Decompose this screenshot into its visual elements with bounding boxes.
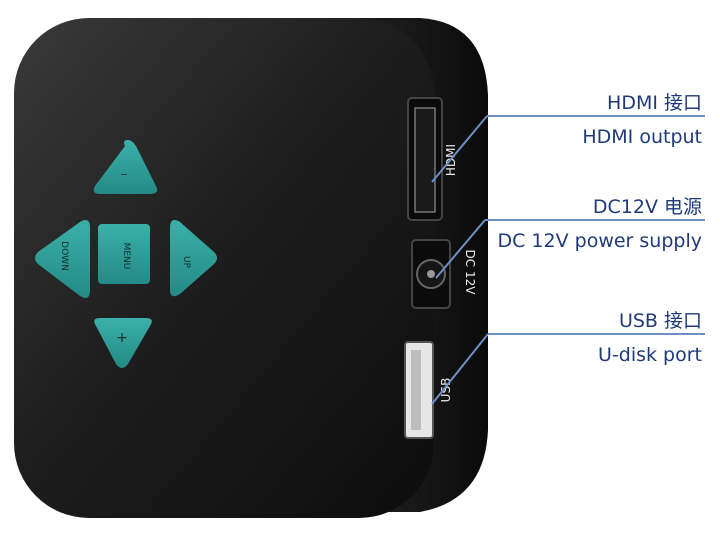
down-button[interactable]: DOWN [35,220,90,298]
down-button-label: DOWN [59,241,69,271]
menu-button[interactable]: MENU [98,224,150,284]
leader-lines [431,115,705,405]
usb-callout-en: U-disk port [598,344,702,366]
hdmi-port [407,97,443,221]
usb-callout-cn: USB 接口 [618,310,702,332]
hdmi-callout-cn: HDMI 接口 [607,92,702,114]
plus-button-label: + [116,330,128,346]
usb-port [404,341,434,439]
device-front-face [14,18,434,518]
minus-button[interactable]: – [93,140,158,194]
dc-callout-cn: DC12V 电源 [592,196,702,218]
plus-button[interactable]: + [94,318,152,368]
hdmi-callout-en: HDMI output [582,126,702,148]
up-button[interactable]: UP [170,220,217,297]
usb-port-label: USB [439,378,453,403]
dc-port [411,239,451,309]
menu-button-label: MENU [121,243,131,270]
dc-port-label: DC 12V [463,250,477,296]
up-button-label: UP [181,256,191,269]
minus-button-label: – [121,167,128,182]
dc-callout-en: DC 12V power supply [497,230,702,252]
